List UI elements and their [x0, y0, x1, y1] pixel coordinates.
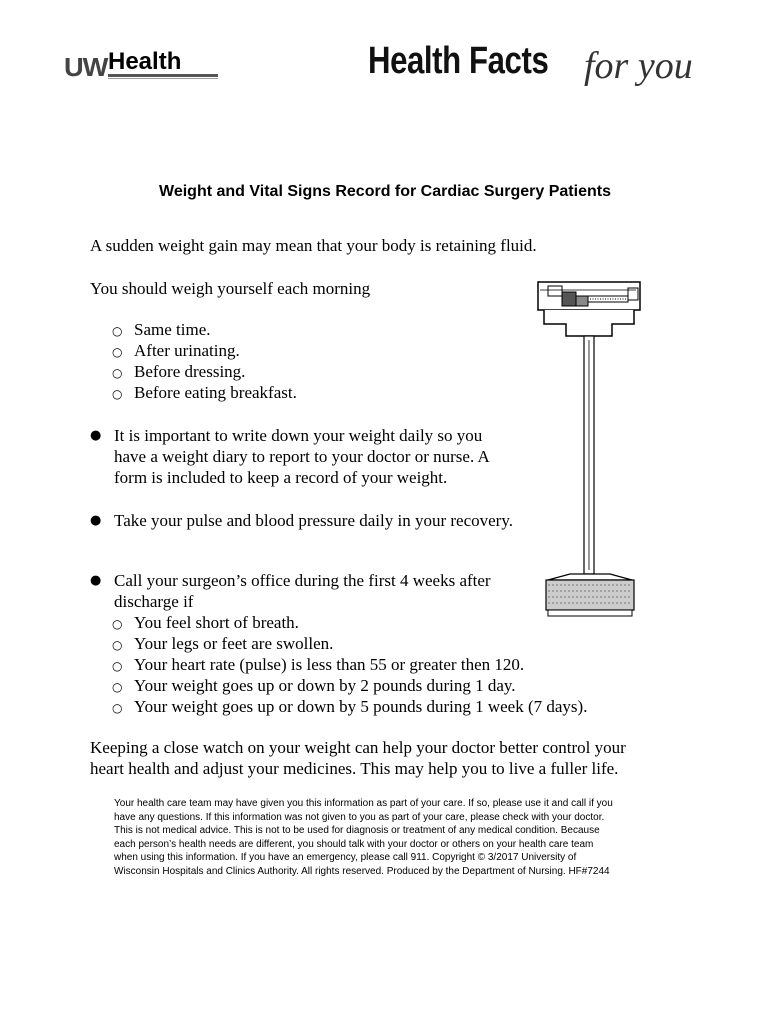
logo-rule [108, 74, 218, 77]
footer-line: Your health care team may have given you… [114, 798, 613, 809]
hollow-circle-icon: ○ [112, 659, 123, 673]
hollow-circle-icon: ○ [112, 366, 123, 380]
uw-logo-health: Health [108, 48, 182, 75]
call-item: ○Your weight goes up or down by 5 pounds… [112, 696, 587, 719]
call-item: ○You feel short of breath. [112, 612, 299, 635]
footer-disclaimer: Your health care team may have given you… [114, 797, 694, 879]
hollow-circle-icon: ○ [112, 345, 123, 359]
hollow-circle-icon: ○ [112, 680, 123, 694]
uw-health-logo: UW Health [64, 44, 224, 84]
bullet-dot-icon: ● [90, 428, 102, 443]
weigh-item: ○After urinating. [112, 340, 240, 363]
hollow-circle-icon: ○ [112, 387, 123, 401]
bullet-dot-icon: ● [90, 573, 102, 588]
hollow-circle-icon: ○ [112, 324, 123, 338]
hollow-circle-icon: ○ [112, 701, 123, 715]
intro-text: A sudden weight gain may mean that your … [90, 236, 537, 255]
call-item: ○Your weight goes up or down by 2 pounds… [112, 675, 516, 698]
footer-line: have any questions. If this information … [114, 811, 605, 823]
weigh-item: ○Same time. [112, 319, 210, 342]
hollow-circle-icon: ○ [112, 638, 123, 652]
footer-line: each person’s health needs are different… [114, 838, 594, 850]
medical-scale-icon [537, 281, 641, 617]
series-tagline: for you [584, 45, 693, 87]
call-item: ○Your heart rate (pulse) is less than 55… [112, 654, 524, 677]
page-title: Weight and Vital Signs Record for Cardia… [159, 183, 611, 200]
footer-line: when using this information. If you have… [114, 852, 577, 864]
call-item: ○Your legs or feet are swollen. [112, 633, 333, 656]
hollow-circle-icon: ○ [112, 617, 123, 631]
weigh-item: ○Before eating breakfast. [112, 382, 297, 405]
closing-line: heart health and adjust your medicines. … [90, 759, 619, 778]
closing-line: Keeping a close watch on your weight can… [90, 738, 626, 757]
bullet-dot-icon: ● [90, 513, 102, 528]
logo-rule-thin [108, 78, 218, 79]
uw-logo-mark: UW [64, 52, 108, 82]
health-facts-logo: Health Facts for you [368, 40, 693, 90]
footer-line: Wisconsin Hospitals and Clinics Authorit… [114, 865, 610, 877]
weigh-intro: You should weigh yourself each morning [90, 279, 371, 298]
weigh-item: ○Before dressing. [112, 361, 245, 384]
series-title: Health Facts [368, 40, 549, 82]
footer-line: This is not medical advice. This is not … [114, 825, 600, 837]
